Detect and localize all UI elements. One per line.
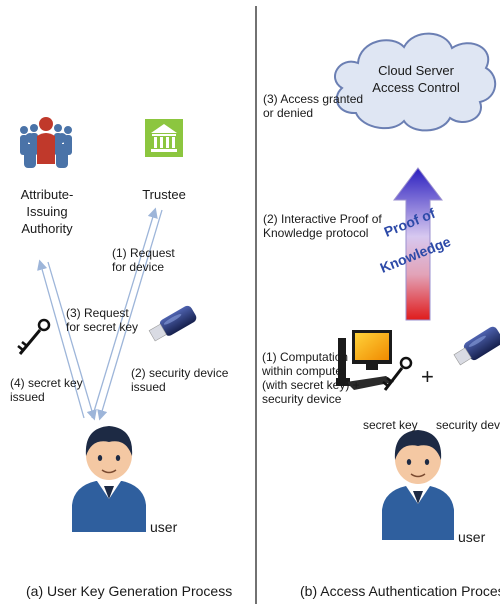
proof-of-knowledge-arrow xyxy=(393,167,443,321)
security-device-icon xyxy=(148,305,197,342)
secret-key-label: secret key xyxy=(363,418,418,432)
left-arrows xyxy=(37,207,163,421)
secret-key-icon xyxy=(17,318,51,355)
cloud-server-label: Cloud Server Access Control xyxy=(372,63,460,95)
security-device-icon-right xyxy=(453,326,500,366)
trustee-label: Trustee xyxy=(142,187,186,202)
user-label-right: user xyxy=(458,529,486,545)
caption-left: (a) User Key Generation Process xyxy=(26,583,233,599)
user-avatar xyxy=(72,426,146,532)
step2-device-issued: (2) security device issued xyxy=(131,366,229,394)
step3-access-granted: (3) Access granted or denied xyxy=(263,92,364,120)
step4-secret-key-issued: (4) secret key issued xyxy=(10,376,83,404)
user-avatar-right xyxy=(382,430,454,540)
step1-request-device: (1) Request for device xyxy=(112,246,175,274)
cloud-shape xyxy=(334,32,496,132)
secret-key-icon-right xyxy=(382,356,413,391)
user-label: user xyxy=(150,519,178,535)
plus-sign: + xyxy=(421,364,434,389)
computer-icon xyxy=(336,330,394,390)
security-device-label: security device xyxy=(436,418,500,432)
crowd-icon xyxy=(20,117,72,168)
step3-request-secret-key: (3) Request for secret key xyxy=(66,306,139,334)
attribute-authority-label: Attribute- Issuing Authority xyxy=(20,187,74,236)
caption-right: (b) Access Authentication Process xyxy=(300,583,500,599)
step2-proof-protocol: (2) Interactive Proof of Knowledge proto… xyxy=(263,212,382,240)
step1-computation: (1) Computation within computer (with se… xyxy=(262,350,360,406)
trustee-bank-icon xyxy=(145,119,183,157)
